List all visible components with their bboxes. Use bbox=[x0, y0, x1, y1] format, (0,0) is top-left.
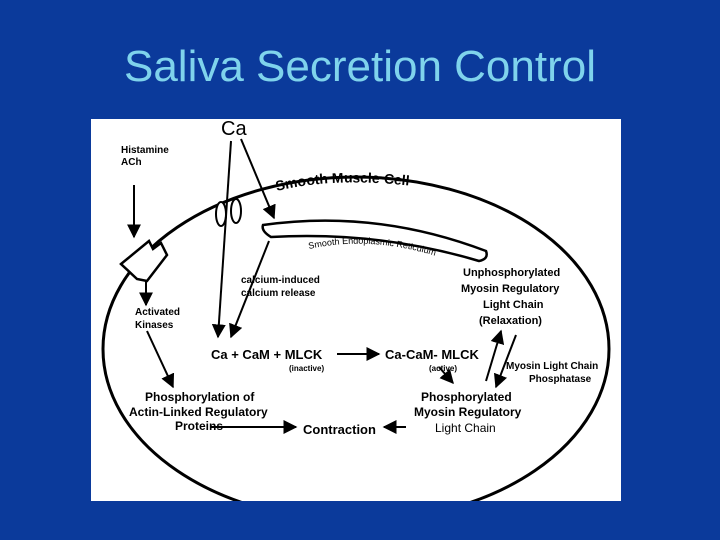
unphos-to-phos-arrow bbox=[493, 334, 517, 389]
smooth-muscle-diagram: Ca Histamine ACh Smooth Muscle Cell Smoo… bbox=[101, 119, 611, 501]
calcium-channel-left bbox=[215, 201, 227, 227]
ca-ion-label: Ca bbox=[221, 119, 247, 140]
diagram-panel: Ca Histamine ACh Smooth Muscle Cell Smoo… bbox=[91, 119, 621, 501]
mlck-to-phos-arrow bbox=[438, 366, 454, 385]
relaxation-label: (Relaxation) bbox=[479, 315, 542, 327]
calcium-channel-right bbox=[230, 198, 242, 224]
cicr-label-line2: calcium release bbox=[241, 288, 316, 299]
inactive-complex-label: Ca + CaM + MLCK bbox=[211, 347, 323, 362]
unphos-regulatory-label: Myosin Regulatory bbox=[461, 283, 560, 295]
active-label: (active) bbox=[429, 364, 457, 373]
mlcp-label-line2: Phosphatase bbox=[529, 374, 592, 385]
kinase-to-actin-arrow bbox=[146, 330, 175, 389]
actin-label-line3: Proteins bbox=[175, 419, 223, 433]
kinases-label: Kinases bbox=[135, 320, 174, 331]
activated-label: Activated bbox=[135, 307, 180, 318]
actin-label-line1: Phosphorylation of bbox=[145, 390, 255, 404]
cell-membrane bbox=[101, 175, 611, 501]
phosphorylated-label: Phosphorylated bbox=[421, 390, 512, 404]
unphos-light-chain-label: Light Chain bbox=[483, 299, 544, 311]
reticulum-shape bbox=[261, 219, 488, 263]
phos-to-unphos-arrow bbox=[485, 329, 505, 382]
ca-entry-left-arrow bbox=[211, 140, 232, 339]
ser-release-arrow bbox=[229, 240, 270, 339]
phos-regulatory-label: Myosin Regulatory bbox=[414, 405, 522, 419]
mlcp-label-line1: Myosin Light Chain bbox=[506, 361, 598, 372]
actin-label-line2: Actin-Linked Regulatory bbox=[129, 405, 268, 419]
inactive-label: (inactive) bbox=[289, 364, 324, 373]
phos-light-chain-label: Light Chain bbox=[435, 421, 496, 435]
ach-label: ACh bbox=[121, 157, 142, 168]
unphosphorylated-label: Unphosphorylated bbox=[463, 267, 560, 279]
smooth-muscle-cell-label: Smooth Muscle Cell bbox=[274, 169, 410, 193]
contraction-label: Contraction bbox=[303, 422, 376, 437]
active-complex-label: Ca-CaM- MLCK bbox=[385, 347, 479, 362]
receptor-icon bbox=[119, 239, 169, 283]
slide-title: Saliva Secretion Control bbox=[123, 42, 596, 91]
ca-entry-right-arrow bbox=[240, 138, 276, 220]
histamine-label: Histamine bbox=[121, 145, 169, 156]
cicr-label-line1: calcium-induced bbox=[241, 275, 320, 286]
